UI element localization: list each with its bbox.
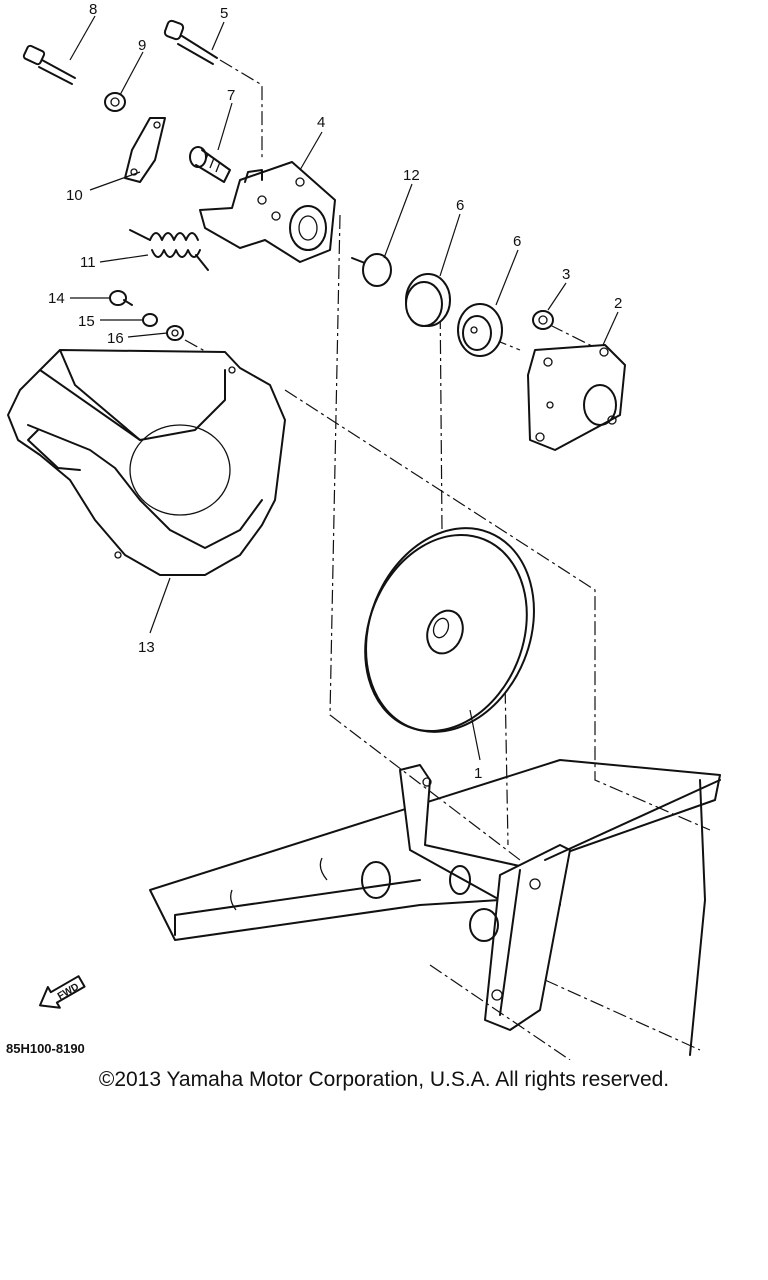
spring-11 <box>129 229 209 271</box>
bearing-housing-plate <box>527 344 626 451</box>
callout-11: 11 <box>80 254 96 271</box>
callout-14: 14 <box>48 290 65 307</box>
lever-10 <box>124 117 166 183</box>
callout-10: 10 <box>66 187 83 204</box>
copyright-notice: ©2013 Yamaha Motor Corporation, U.S.A. A… <box>98 1068 670 1091</box>
adjuster-7 <box>189 146 231 183</box>
callout-6b: 6 <box>513 233 521 250</box>
bearing-6b <box>457 303 503 357</box>
screw-14 <box>109 290 133 306</box>
sheave-disc <box>364 527 535 733</box>
belt-guard-cover <box>7 349 286 576</box>
nut-9 <box>104 92 126 112</box>
callout-5: 5 <box>220 5 228 22</box>
bolt-5 <box>163 19 218 65</box>
bracket-4 <box>199 161 336 263</box>
callout-2: 2 <box>614 295 622 312</box>
callout-9: 9 <box>138 37 146 54</box>
washer-16 <box>166 325 184 341</box>
callout-1: 1 <box>474 765 482 782</box>
bolt-8 <box>22 44 76 85</box>
callout-labels: 1 2 3 4 5 6 6 7 8 9 10 11 12 13 14 15 16 <box>48 1 622 782</box>
callout-16: 16 <box>107 330 124 347</box>
fwd-label: FWD <box>56 981 81 1002</box>
bearing-6a <box>405 273 451 327</box>
callout-6a: 6 <box>456 197 464 214</box>
washer-15 <box>142 313 158 327</box>
shaft-pin-12 <box>351 253 392 287</box>
fwd-arrow-icon: FWD <box>39 975 86 1009</box>
callout-15: 15 <box>78 313 95 330</box>
callout-12: 12 <box>403 167 420 184</box>
nut-3 <box>532 310 554 330</box>
leader-lines <box>69 15 619 761</box>
frame-chassis <box>149 759 721 1060</box>
callout-7: 7 <box>227 87 235 104</box>
callout-13: 13 <box>138 639 155 656</box>
callout-4: 4 <box>317 114 325 131</box>
callout-3: 3 <box>562 266 570 283</box>
exploded-parts-diagram: 1 2 3 4 5 6 6 7 8 9 10 11 12 13 14 15 16… <box>7 1 721 1060</box>
drawing-code: 85H100-8190 <box>6 1041 85 1056</box>
callout-8: 8 <box>89 1 97 18</box>
